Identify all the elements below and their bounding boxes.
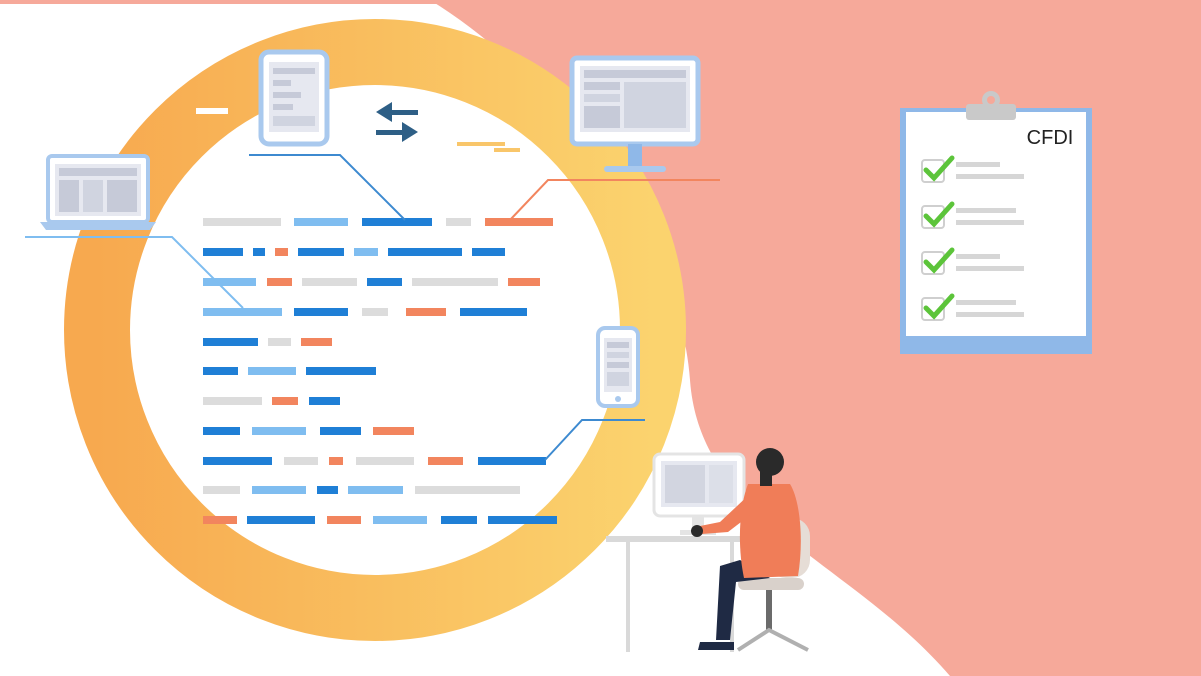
data-line-segment	[356, 457, 414, 465]
data-line-segment	[309, 397, 340, 405]
data-line-segment	[294, 218, 348, 226]
data-line-segment	[298, 248, 344, 256]
data-line-segment	[488, 516, 557, 524]
data-line-segment	[327, 516, 361, 524]
top-edge-strip	[0, 0, 440, 4]
laptop-icon	[40, 154, 156, 230]
exchange-arrows-icon	[376, 102, 418, 142]
orange-stripes-decoration	[457, 142, 520, 152]
data-line-segment	[203, 248, 243, 256]
data-line-segment	[267, 278, 292, 286]
desk-top	[606, 536, 754, 542]
data-line-segment	[203, 486, 240, 494]
data-line-segment	[301, 338, 332, 346]
check-icon	[923, 155, 955, 182]
checklist-text-line	[956, 300, 1016, 305]
checklist-text-line	[956, 312, 1024, 317]
data-line-segment	[253, 248, 265, 256]
checklist-text-line	[956, 174, 1024, 179]
data-line-segment	[406, 308, 446, 316]
data-line-segment	[320, 427, 361, 435]
data-line-segment	[472, 248, 505, 256]
connector-tablet	[249, 154, 406, 221]
data-line-segment	[268, 338, 291, 346]
clipboard-icon: CFDI	[900, 91, 1092, 354]
data-line-segment	[446, 218, 471, 226]
gold-ring	[64, 19, 686, 641]
data-line-segment	[317, 486, 338, 494]
data-lines	[203, 218, 557, 524]
checklist	[921, 155, 1024, 321]
data-line-segment	[203, 218, 281, 226]
connector-monitor	[509, 179, 720, 221]
phone-icon	[596, 326, 640, 408]
data-line-segment	[460, 308, 527, 316]
checklist-text-line	[956, 266, 1024, 271]
data-line-segment	[203, 427, 240, 435]
data-line-segment	[203, 397, 262, 405]
data-line-segment	[362, 308, 388, 316]
ring-inner-disc	[131, 86, 619, 574]
data-line-segment	[412, 278, 498, 286]
data-line-segment	[248, 367, 296, 375]
data-line-segment	[203, 516, 237, 524]
data-line-segment	[485, 218, 553, 226]
data-line-segment	[354, 248, 378, 256]
data-line-segment	[294, 308, 348, 316]
data-line-segment	[275, 248, 288, 256]
data-line-segment	[284, 457, 318, 465]
data-line-segment	[441, 516, 477, 524]
check-icon	[923, 293, 955, 320]
data-line-segment	[362, 218, 432, 226]
clipboard-title: CFDI	[1027, 127, 1074, 149]
data-line-segment	[203, 308, 282, 316]
tablet-icon	[258, 49, 330, 147]
check-icon	[923, 247, 955, 274]
data-line-segment	[306, 367, 376, 375]
data-line-segment	[348, 486, 403, 494]
data-line-segment	[508, 278, 540, 286]
white-dash-decoration	[196, 108, 228, 114]
data-line-segment	[428, 457, 463, 465]
data-line-segment	[272, 397, 298, 405]
data-line-segment	[388, 248, 462, 256]
checklist-text-line	[956, 220, 1024, 225]
monitor-icon	[569, 55, 701, 172]
person-at-desk	[606, 448, 810, 652]
data-line-segment	[203, 278, 256, 286]
data-line-segment	[373, 427, 414, 435]
data-line-segment	[247, 516, 315, 524]
checklist-text-line	[956, 208, 1016, 213]
data-line-segment	[367, 278, 402, 286]
data-line-segment	[373, 516, 427, 524]
data-line-segment	[252, 486, 306, 494]
checklist-text-line	[956, 162, 1000, 167]
check-icon	[923, 201, 955, 228]
data-line-segment	[415, 486, 520, 494]
connector-phone	[544, 419, 645, 461]
data-line-segment	[302, 278, 357, 286]
checklist-text-line	[956, 254, 1000, 259]
data-line-segment	[478, 457, 546, 465]
data-line-segment	[203, 367, 238, 375]
connector-lines	[25, 154, 720, 461]
data-line-segment	[252, 427, 306, 435]
data-line-segment	[203, 338, 258, 346]
connector-laptop	[25, 236, 244, 309]
data-line-segment	[329, 457, 343, 465]
data-line-segment	[203, 457, 272, 465]
